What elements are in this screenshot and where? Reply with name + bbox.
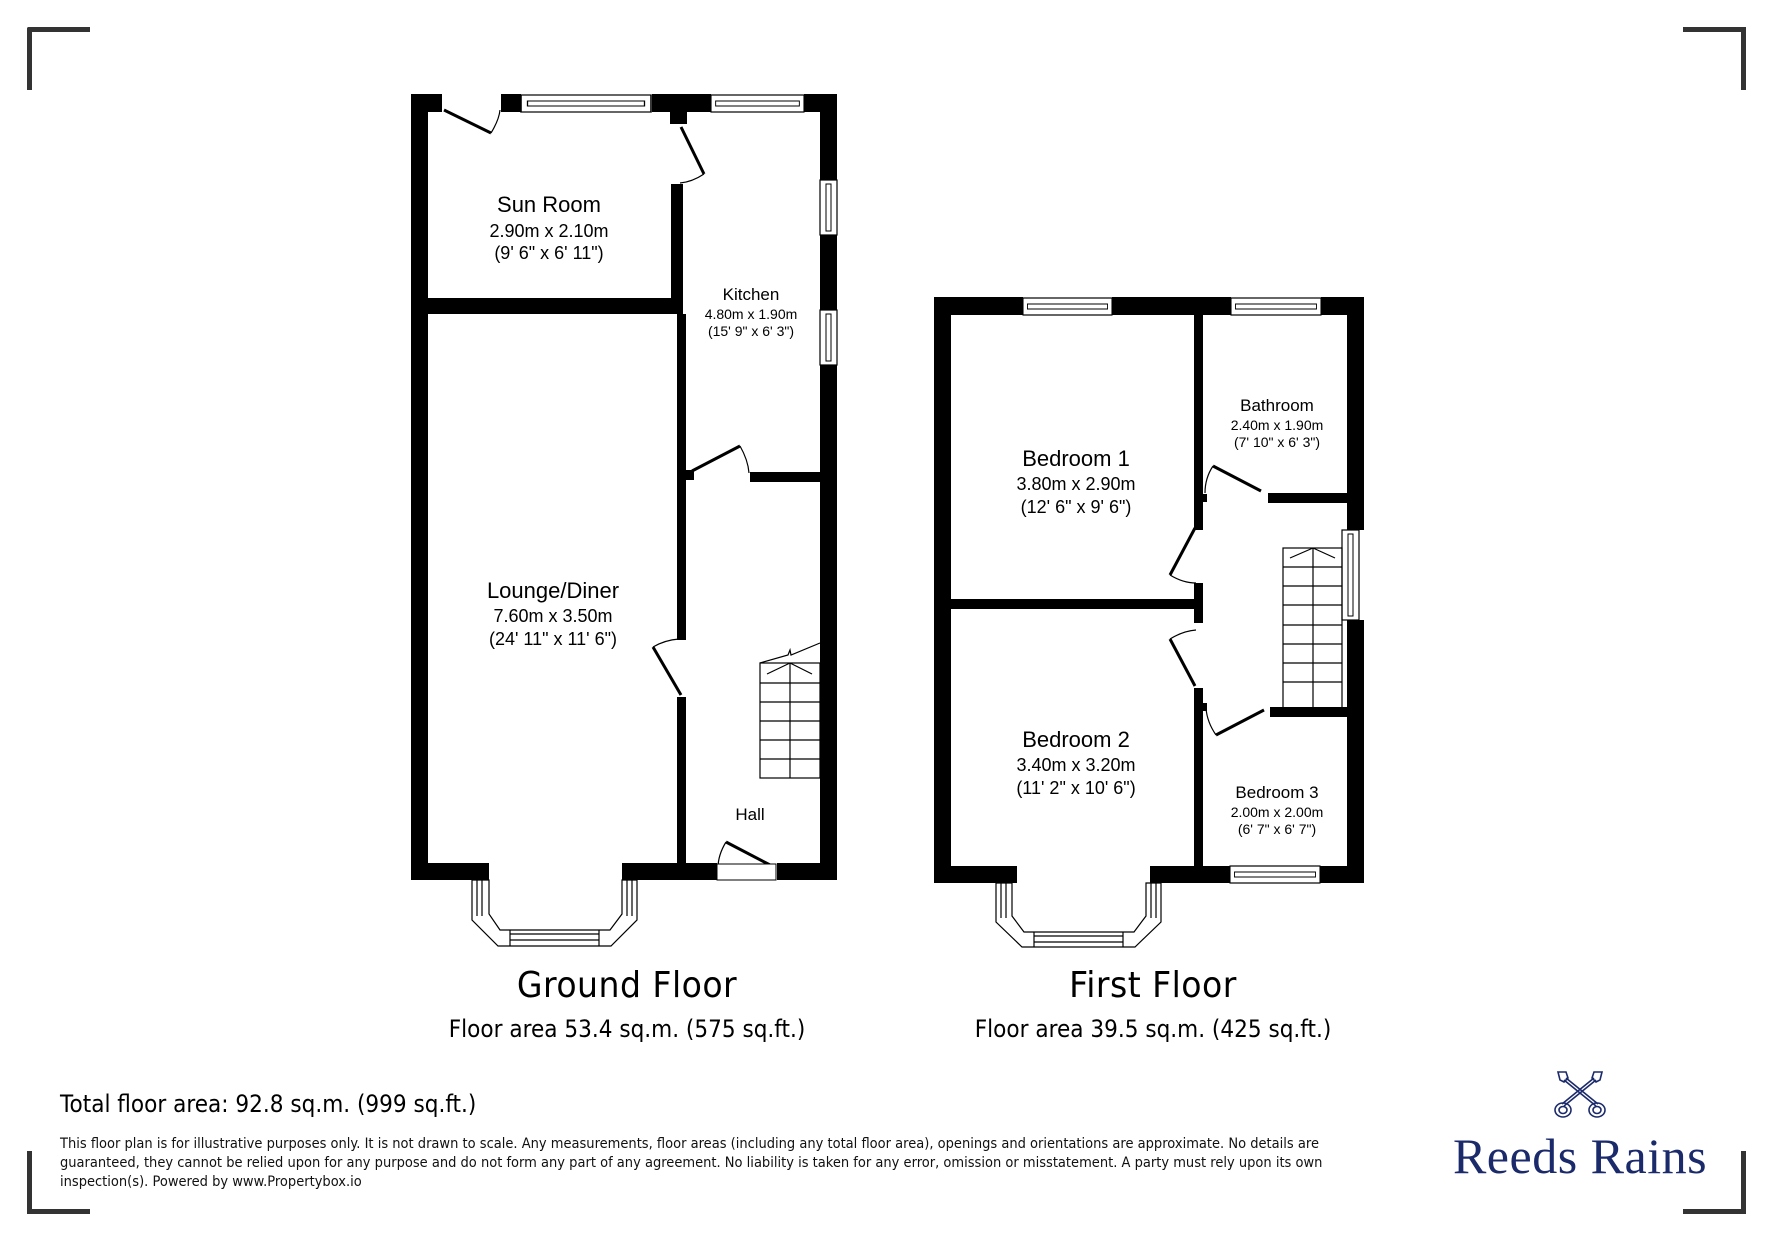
lounge-diner-metric: 7.60m x 3.50m (493, 606, 612, 626)
bedroom-2-imperial: (11' 2" x 10' 6") (1016, 778, 1135, 798)
disclaimer-text: This floor plan is for illustrative purp… (60, 1136, 1323, 1190)
bedroom-2-name: Bedroom 2 (1022, 727, 1130, 752)
bathroom-metric: 2.40m x 1.90m (1231, 417, 1324, 433)
first-floor-walls (934, 297, 1364, 883)
first-floor-stairs (1282, 547, 1343, 709)
bathroom-imperial: (7' 10" x 6' 3") (1234, 434, 1320, 450)
first-floor-plan: Bedroom 1 3.80m x 2.90m (12' 6" x 9' 6")… (934, 297, 1364, 948)
ground-floor-bay-window (471, 879, 638, 947)
bedroom-3-imperial: (6' 7" x 6' 7") (1238, 821, 1316, 837)
ground-floor-plan: Sun Room 2.90m x 2.10m (9' 6" x 6' 11") … (411, 94, 838, 947)
bedroom-3-metric: 2.00m x 2.00m (1231, 804, 1324, 820)
bedroom-1-imperial: (12' 6" x 9' 6") (1021, 497, 1132, 517)
ground-floor-doors (443, 108, 777, 881)
bedroom-1-metric: 3.80m x 2.90m (1016, 474, 1135, 494)
ground-floor-walls (411, 94, 837, 880)
sun-room-name: Sun Room (497, 192, 601, 217)
corner-mark-top-right (1683, 27, 1746, 90)
sun-room-metric: 2.90m x 2.10m (489, 221, 608, 241)
brand-name: Reeds Rains (1452, 1128, 1708, 1184)
kitchen-imperial: (15' 9" x 6' 3") (708, 323, 794, 339)
ground-floor-area: Floor area 53.4 sq.m. (575 sq.ft.) (448, 1015, 806, 1043)
crossed-keys-icon (1554, 1071, 1606, 1118)
corner-mark-bottom-right (1683, 1151, 1746, 1214)
bedroom-2-metric: 3.40m x 3.20m (1016, 755, 1135, 775)
first-floor-bay-window (995, 882, 1162, 948)
first-floor-doors (1168, 464, 1265, 737)
bedroom-3-name: Bedroom 3 (1235, 783, 1318, 802)
kitchen-name: Kitchen (723, 285, 780, 304)
total-floor-area: Total floor area: 92.8 sq.m. (999 sq.ft.… (60, 1090, 477, 1118)
kitchen-metric: 4.80m x 1.90m (705, 306, 798, 322)
corner-mark-bottom-left (27, 1151, 90, 1214)
hall-name: Hall (735, 805, 764, 824)
bathroom-name: Bathroom (1240, 396, 1314, 415)
lounge-diner-name: Lounge/Diner (487, 578, 619, 603)
corner-mark-top-left (27, 27, 90, 90)
first-floor-area: Floor area 39.5 sq.m. (425 sq.ft.) (974, 1015, 1332, 1043)
sun-room-imperial: (9' 6" x 6' 11") (494, 243, 603, 263)
ground-floor-stairs (759, 642, 821, 779)
bedroom-1-name: Bedroom 1 (1022, 446, 1130, 471)
brand-logo: Reeds Rains (1430, 1068, 1730, 1185)
first-floor-title: First Floor (1069, 965, 1237, 1006)
lounge-diner-imperial: (24' 11" x 11' 6") (489, 629, 617, 649)
ground-floor-title: Ground Floor (516, 965, 738, 1006)
